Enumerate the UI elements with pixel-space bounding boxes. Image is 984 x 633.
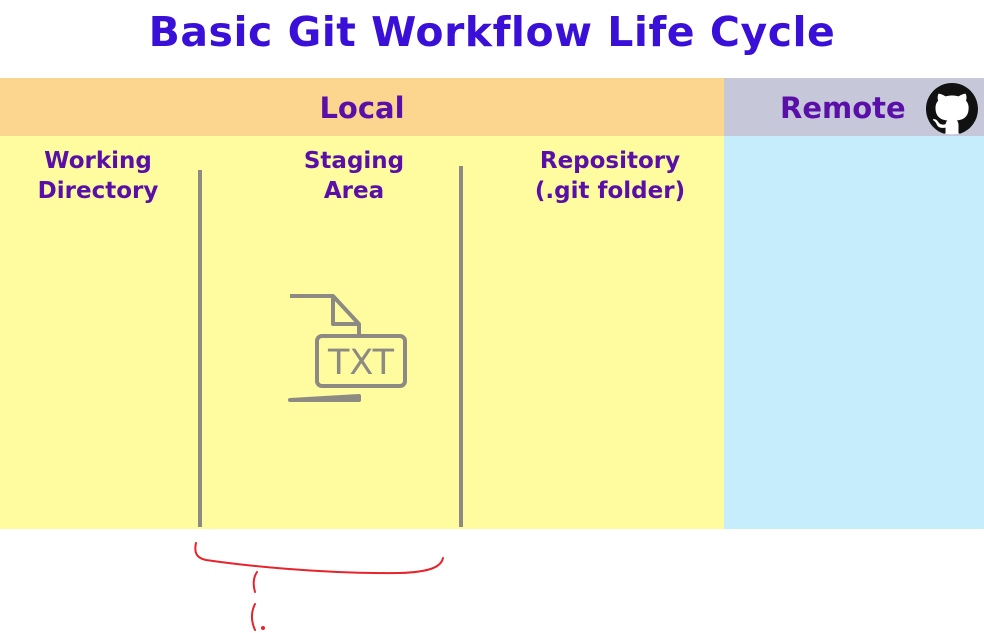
local-area [0, 136, 724, 529]
staging-area-heading: Staging Area [274, 146, 434, 206]
divider-staging-repository [459, 166, 463, 527]
local-header-band [0, 78, 724, 136]
working-directory-line1: Working [44, 148, 152, 174]
repository-heading: Repository (.git folder) [510, 146, 710, 206]
txt-file-icon: TXT [288, 294, 407, 402]
repository-line2: (.git folder) [534, 178, 686, 204]
repository-line1: Repository [539, 148, 681, 174]
remote-label: Remote [780, 91, 906, 125]
divider-working-staging [198, 170, 202, 527]
staging-area-line1: Staging [303, 148, 405, 174]
diagram-title: Basic Git Workflow Life Cycle [148, 8, 836, 56]
github-icon [926, 83, 978, 135]
remote-area [724, 136, 984, 529]
staging-area-line2: Area [323, 178, 385, 204]
local-label: Local [319, 91, 405, 125]
working-directory-line2: Directory [37, 178, 159, 204]
working-directory-heading: Working Directory [18, 146, 178, 206]
txt-file-label: TXT [327, 343, 395, 383]
